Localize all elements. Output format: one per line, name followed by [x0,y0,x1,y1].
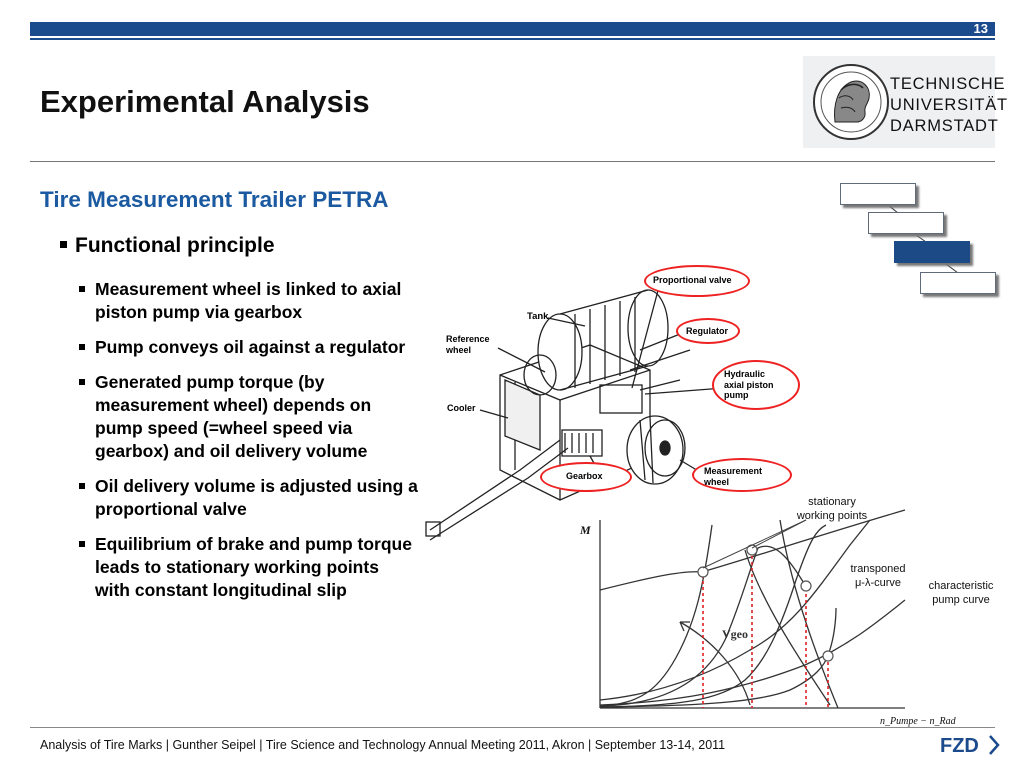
tank-label: Tank [527,311,549,322]
transponed-label-line-2: μ-λ-curve [854,576,902,589]
working-point-3 [800,580,812,592]
nav-step-4[interactable] [920,272,996,294]
y-axis-label: M [580,523,591,537]
pump-text-line-1: Hydraulic [724,369,766,379]
mu-lambda-curve-1 [599,524,713,707]
x-axis-label: n_Pumpe − n_Rad [880,716,956,727]
gearbox-text: Gearbox [566,471,603,481]
characteristic-pump-curve-label: characteristic pump curve [920,580,1002,607]
footer-divider [30,727,995,728]
fzd-logo-icon: FZD [940,735,1000,757]
bullet-item: Oil delivery volume is adjusted using a … [78,475,418,521]
pump-callout [712,360,800,410]
working-point-4 [822,650,834,662]
page-title: Experimental Analysis [40,84,370,119]
bullet-square-icon [60,241,67,248]
measurement-wheel-text: Measurement wheel [704,466,762,487]
seal-icon [813,64,889,140]
logo-text: TECHNISCHE UNIVERSITÄT DARMSTADT [890,74,1008,137]
top-bar-line [30,38,995,40]
nav-step-2[interactable] [868,212,944,234]
pump-text: Hydraulic axial piston pump [724,369,774,401]
stationary-working-points-label: stationary working points [786,496,878,523]
bullet-level-1-text: Functional principle [75,234,275,257]
fzd-logo: FZD [940,730,1000,760]
reference-wheel-label-line-1: Reference [446,334,490,344]
bullet-item: Equilibrium of brake and pump torque lea… [78,533,418,602]
nav-step-3-active[interactable] [894,241,970,263]
regulator-callout [676,318,740,344]
logo-line-3: DARMSTADT [890,117,999,135]
page-number: 13 [973,21,988,36]
regulator-text: Regulator [686,326,729,336]
descending-curve-2 [779,519,839,709]
gearbox-callout [540,462,632,492]
measurement-wheel-text-line-2: wheel [704,476,730,487]
nav-step-1[interactable] [840,183,916,205]
pump-text-line-3: pump [724,390,749,400]
mu-lambda-curve-4 [599,607,837,708]
bullet-list: Measurement wheel is linked to axial pis… [78,278,418,614]
mu-lambda-curve-2 [599,545,806,707]
university-logo: TECHNISCHE UNIVERSITÄT DARMSTADT [803,56,1007,148]
bullet-item: Measurement wheel is linked to axial pis… [78,278,418,324]
descending-curve [744,549,831,706]
bullet-level-1: Functional principle [60,234,275,258]
bullet-item: Pump conveys oil against a regulator [78,336,418,359]
measurement-wheel-text-line-1: Measurement [704,466,763,476]
characteristic-label-line-1: characteristic [928,580,994,592]
footer-text: Analysis of Tire Marks | Gunther Seipel … [40,738,726,752]
reference-wheel-label-line-2: wheel [446,344,472,355]
vgeo-label: Vgeo [722,627,748,641]
cooler-label: Cooler [447,403,476,413]
characteristic-label-line-2: pump curve [932,593,990,606]
section-subtitle: Tire Measurement Trailer PETRA [40,187,389,212]
svg-text:FZD: FZD [940,735,979,757]
bullet-item: Generated pump torque (by measurement wh… [78,371,418,463]
transponed-curve-label: transponed μ-λ-curve [840,563,916,590]
mu-lambda-curve-3 [599,524,827,708]
title-divider [30,161,995,162]
pump-text-line-2: axial piston [724,379,774,390]
top-bar [30,22,995,36]
pump-curve-3 [599,599,906,706]
logo-line-2: UNIVERSITÄT [890,96,1008,114]
measurement-wheel-callout [692,458,792,492]
transponed-label-line-1: transponed [850,563,906,575]
reference-wheel-label: Reference wheel [446,334,490,355]
stationary-label-line-1: stationary [808,496,856,508]
proportional-valve-text: Proportional valve [653,275,732,285]
stationary-label-line-2: working points [796,509,868,522]
working-point-2 [746,544,758,556]
pump-curve-2 [599,519,871,701]
logo-line-1: TECHNISCHE [890,75,1006,93]
proportional-valve-callout [644,265,750,297]
working-point-1 [697,566,709,578]
